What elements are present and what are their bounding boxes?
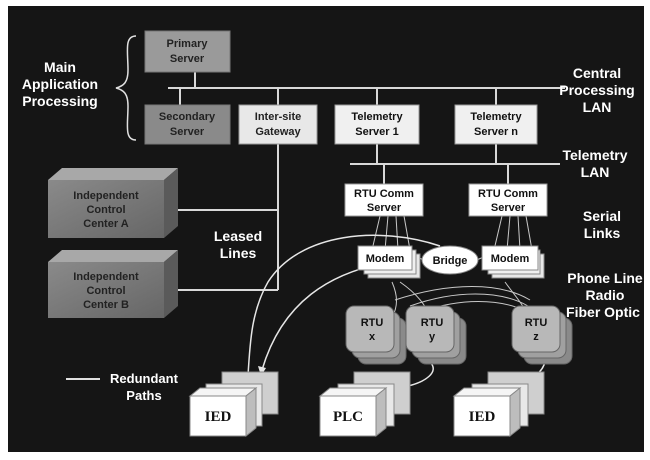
modem-bank-1: Modem bbox=[357, 245, 421, 279]
primary-server-line1: Primary bbox=[167, 38, 209, 50]
rtucomm1-line1: RTU Comm bbox=[354, 188, 414, 200]
telemetry1-line2: Server 1 bbox=[355, 126, 398, 138]
modem-2-label: Modem bbox=[491, 253, 530, 265]
cc-a-line1: Independent bbox=[73, 190, 139, 202]
rtu-x: RTU x bbox=[345, 305, 407, 365]
label-leased-lines: Leased Lines bbox=[214, 228, 262, 261]
telemetry-server-1: Telemetry Server 1 bbox=[334, 104, 420, 145]
redundant-line1: Redundant bbox=[110, 371, 179, 386]
cc-a-line2: Control bbox=[86, 204, 125, 216]
serial-links-line1: Serial bbox=[583, 208, 621, 224]
fiber-optic-label: Fiber Optic bbox=[566, 304, 640, 320]
telemetry-lan-line1: Telemetry bbox=[562, 147, 627, 163]
central-lan-line2: Processing bbox=[559, 82, 634, 98]
telemetry-lan-line2: LAN bbox=[581, 164, 610, 180]
main-app-line3: Processing bbox=[22, 93, 97, 109]
gateway-line1: Inter-site bbox=[255, 111, 301, 123]
central-lan-line1: Central bbox=[573, 65, 621, 81]
label-serial-links: Serial Links bbox=[583, 208, 621, 241]
leased-line2: Lines bbox=[220, 245, 257, 261]
telemetryn-line1: Telemetry bbox=[470, 111, 522, 123]
network-lines bbox=[164, 72, 565, 291]
modem-bank-2: Modem bbox=[481, 245, 545, 279]
cc-b-line2: Control bbox=[86, 285, 125, 297]
modem-1-label: Modem bbox=[366, 253, 405, 265]
rtu-y-line1: RTU bbox=[421, 317, 444, 329]
cc-b-line1: Independent bbox=[73, 271, 139, 283]
serial-links-line2: Links bbox=[584, 225, 621, 241]
primary-server-line2: Server bbox=[170, 53, 205, 65]
main-app-line2: Application bbox=[22, 76, 98, 92]
cc-b-line3: Center B bbox=[83, 299, 129, 311]
field-device-plc: PLC bbox=[318, 371, 411, 438]
telemetry1-line1: Telemetry bbox=[351, 111, 403, 123]
label-main-application-processing: Main Application Processing bbox=[22, 59, 98, 109]
rtu-z-line1: RTU bbox=[525, 317, 548, 329]
main-app-line1: Main bbox=[44, 59, 76, 75]
telemetry-server-n: Telemetry Server n bbox=[454, 104, 538, 145]
control-center-a: Independent Control Center A bbox=[48, 168, 178, 238]
rtu-y-line2: y bbox=[429, 331, 436, 343]
label-link-media: Phone Line Radio Fiber Optic bbox=[566, 270, 643, 320]
primary-server: Primary Server bbox=[144, 30, 231, 73]
ied-2-label: IED bbox=[469, 409, 496, 425]
rtu-x-line2: x bbox=[369, 331, 376, 343]
main-app-brace bbox=[115, 35, 137, 141]
bridge-label: Bridge bbox=[433, 255, 468, 267]
rtu-z-line2: z bbox=[533, 331, 539, 343]
radio-label: Radio bbox=[586, 287, 625, 303]
cc-a-line3: Center A bbox=[83, 218, 128, 230]
label-central-processing-lan: Central Processing LAN bbox=[559, 65, 634, 115]
rtucomm2-line1: RTU Comm bbox=[478, 188, 538, 200]
gateway-line2: Gateway bbox=[255, 126, 301, 138]
central-lan-line3: LAN bbox=[583, 99, 612, 115]
plc-label: PLC bbox=[333, 409, 363, 425]
leased-line1: Leased bbox=[214, 228, 262, 244]
telemetryn-line2: Server n bbox=[474, 126, 518, 138]
secondary-server: Secondary Server bbox=[144, 104, 231, 145]
rtu-y: RTU y bbox=[405, 305, 467, 365]
control-center-b: Independent Control Center B bbox=[48, 250, 178, 318]
field-device-ied-2: IED bbox=[452, 371, 545, 438]
legend-redundant-paths: Redundant Paths bbox=[110, 371, 179, 403]
ied-1-label: IED bbox=[205, 409, 232, 425]
rtu-z: RTU z bbox=[511, 305, 573, 365]
rtucomm1-line2: Server bbox=[367, 202, 402, 214]
phone-line-label: Phone Line bbox=[567, 270, 643, 286]
label-telemetry-lan: Telemetry LAN bbox=[562, 147, 627, 180]
inter-site-gateway: Inter-site Gateway bbox=[238, 104, 318, 145]
secondary-server-line1: Secondary bbox=[159, 111, 216, 123]
field-device-ied-1: IED bbox=[188, 371, 279, 438]
bridge: Bridge bbox=[421, 245, 479, 275]
rtu-comm-server-2: RTU Comm Server bbox=[468, 183, 548, 217]
redundant-line2: Paths bbox=[126, 388, 161, 403]
rtu-x-line1: RTU bbox=[361, 317, 384, 329]
rtu-comm-server-1: RTU Comm Server bbox=[344, 183, 424, 217]
rtucomm2-line2: Server bbox=[491, 202, 526, 214]
secondary-server-line2: Server bbox=[170, 126, 205, 138]
